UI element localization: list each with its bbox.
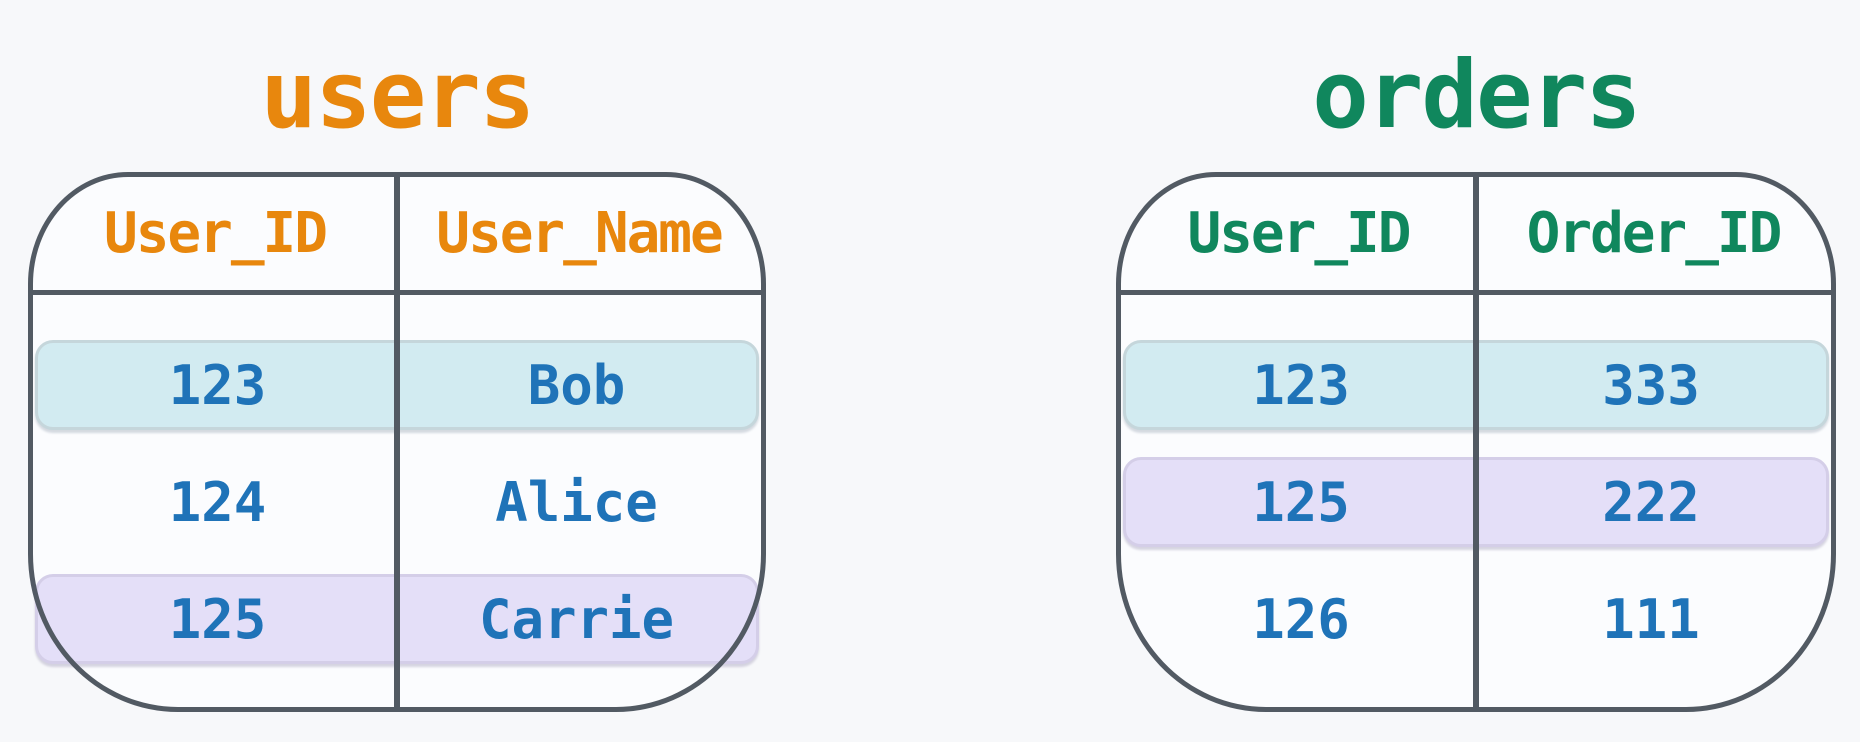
- orders-table-group: orders User_ID Order_ID 123 333 125 222 …: [1116, 40, 1836, 712]
- users-column-header-user-name: User_Name: [436, 201, 723, 266]
- table-cell: 124: [168, 470, 267, 534]
- users-table-group: users User_ID User_Name 123 Bob 124 Alic…: [28, 40, 766, 712]
- table-cell: Bob: [527, 353, 626, 417]
- table-cell: 222: [1602, 470, 1700, 534]
- table-cell: 123: [1252, 353, 1350, 417]
- orders-table-title: orders: [1312, 41, 1642, 150]
- users-column-divider: [394, 172, 400, 712]
- orders-header-row: User_ID Order_ID: [1121, 177, 1831, 290]
- table-cell: Alice: [495, 470, 658, 534]
- orders-column-header-user-id: User_ID: [1187, 201, 1411, 266]
- table-row: 124 Alice: [35, 457, 759, 547]
- users-header-separator: [28, 290, 766, 295]
- orders-table: User_ID Order_ID 123 333 125 222 126 111: [1116, 172, 1836, 712]
- table-cell: 125: [168, 587, 267, 651]
- table-cell: 111: [1602, 587, 1700, 651]
- table-row: 126 111: [1123, 574, 1829, 664]
- table-cell: 126: [1252, 587, 1350, 651]
- orders-header-separator: [1116, 290, 1836, 295]
- users-table-title: users: [260, 41, 536, 150]
- users-header-row: User_ID User_Name: [33, 177, 761, 290]
- table-cell: 125: [1252, 470, 1350, 534]
- table-cell: 123: [168, 353, 267, 417]
- table-cell: Carrie: [478, 587, 675, 651]
- orders-column-header-order-id: Order_ID: [1526, 201, 1783, 266]
- table-cell: 333: [1602, 353, 1700, 417]
- users-table: User_ID User_Name 123 Bob 124 Alice 125 …: [28, 172, 766, 712]
- orders-column-divider: [1473, 172, 1479, 712]
- users-column-header-user-id: User_ID: [103, 201, 328, 266]
